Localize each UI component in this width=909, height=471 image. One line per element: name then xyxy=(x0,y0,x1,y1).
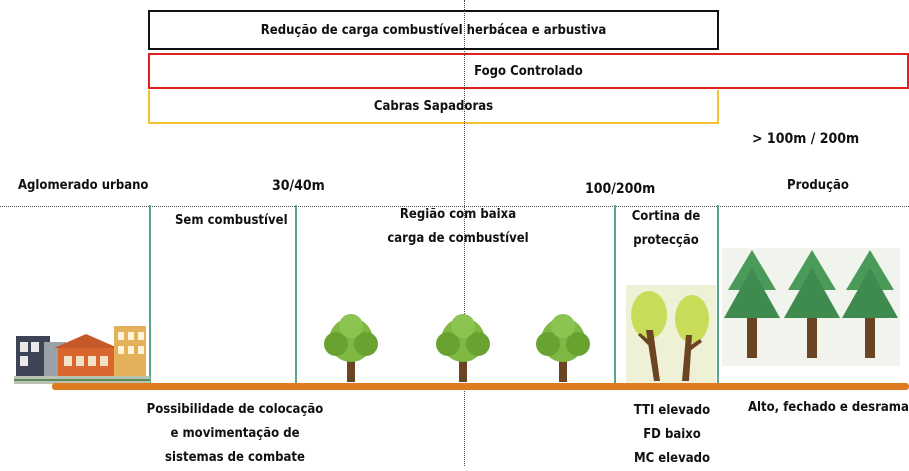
tree-icon xyxy=(324,314,378,382)
separator-cortina-start xyxy=(614,205,616,385)
possibilidade-text: Possibilidade de colocação e movimentaçã… xyxy=(140,398,330,470)
pine-tree-icon xyxy=(782,248,842,366)
zone-sem-combustivel-label: Sem combustível xyxy=(175,213,288,228)
fd-label: FD baixo xyxy=(643,427,701,442)
zone-regiao-line2: carga de combustível xyxy=(387,231,529,246)
separator-cortina-end xyxy=(717,205,719,385)
fogo-controlado-bar: Fogo Controlado xyxy=(148,53,909,89)
possibilidade-line1: Possibilidade de colocação xyxy=(146,402,324,417)
cortina-metrics-text: TTI elevado FD baixo MC elevado xyxy=(622,399,722,471)
zone-producao-label: Produção xyxy=(787,178,849,193)
zone-regiao-line1: Região com baixa xyxy=(399,207,517,222)
distance-100-200-label: 100/200m xyxy=(585,181,656,197)
reducao-label: Redução de carga combustível herbácea e … xyxy=(260,22,607,38)
zone-urbano-label: Aglomerado urbano xyxy=(18,178,149,193)
tree-icon xyxy=(436,314,490,382)
tree-icon xyxy=(536,314,590,382)
yellow-tree-icon xyxy=(626,285,672,383)
possibilidade-line2: e movimentação de xyxy=(170,426,300,441)
possibilidade-line3: sistemas de combate xyxy=(165,450,305,465)
center-dotted-line xyxy=(464,0,465,466)
producao-description: Alto, fechado e desramado xyxy=(748,400,909,415)
separator-urbano xyxy=(149,205,151,385)
ground-line xyxy=(52,383,909,390)
zone-regiao-label: Região com baixa carga de combustível xyxy=(378,203,538,251)
pine-tree-icon xyxy=(840,248,900,366)
pine-tree-icon xyxy=(722,248,782,366)
cabras-sapadoras-bar: Cabras Sapadoras xyxy=(148,90,719,124)
zone-cortina-label: Cortina de protecção xyxy=(626,205,706,253)
fogo-controlado-label: Fogo Controlado xyxy=(474,63,583,79)
horizon-dotted-line xyxy=(0,206,909,207)
tti-label: TTI elevado xyxy=(633,403,711,418)
distance-beyond-label: > 100m / 200m xyxy=(752,131,860,147)
separator-30-40 xyxy=(295,205,297,385)
zone-cortina-line2: protecção xyxy=(633,233,699,248)
distance-30-40-label: 30/40m xyxy=(272,178,325,194)
reducao-bar: Redução de carga combustível herbácea e … xyxy=(148,10,719,50)
zone-cortina-line1: Cortina de xyxy=(631,209,701,224)
yellow-tree-icon xyxy=(672,285,716,383)
mc-label: MC elevado xyxy=(633,451,711,466)
cabras-sapadoras-label: Cabras Sapadoras xyxy=(373,98,494,114)
town-icon xyxy=(14,326,150,384)
